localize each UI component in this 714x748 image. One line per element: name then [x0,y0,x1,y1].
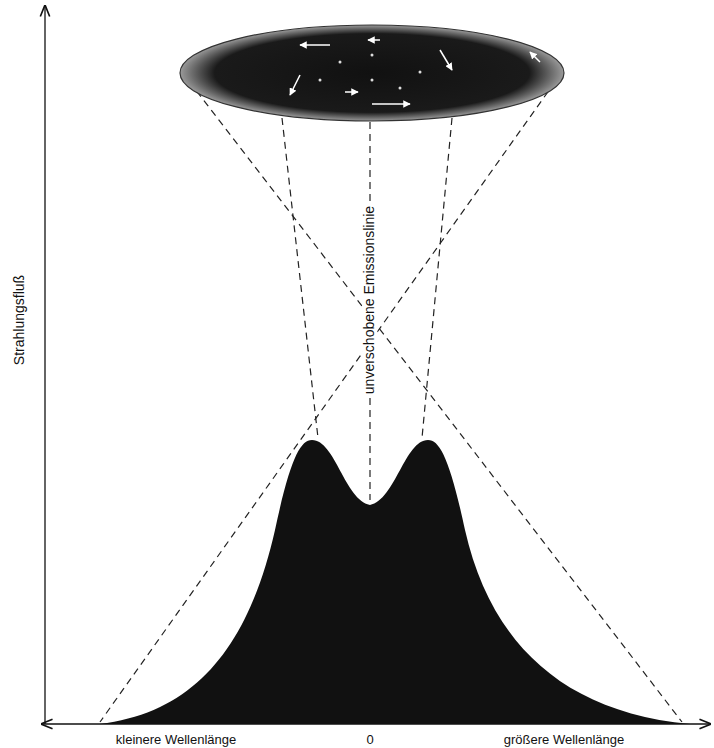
line-label: unverschobene Emissionslinie [362,203,377,397]
axis-value: 0 [366,733,373,747]
axis-label: größere Wellenlänge [504,733,624,747]
axis-label: kleinere Wellenlänge [116,733,236,747]
disk-specks [319,54,422,90]
rotating-disk [180,25,564,121]
projection-lines [100,72,682,722]
motion-arrows [290,40,540,104]
axis-title: Strahlungsfluß [12,275,27,365]
emission-profile [100,440,690,724]
y-axis [44,6,45,724]
